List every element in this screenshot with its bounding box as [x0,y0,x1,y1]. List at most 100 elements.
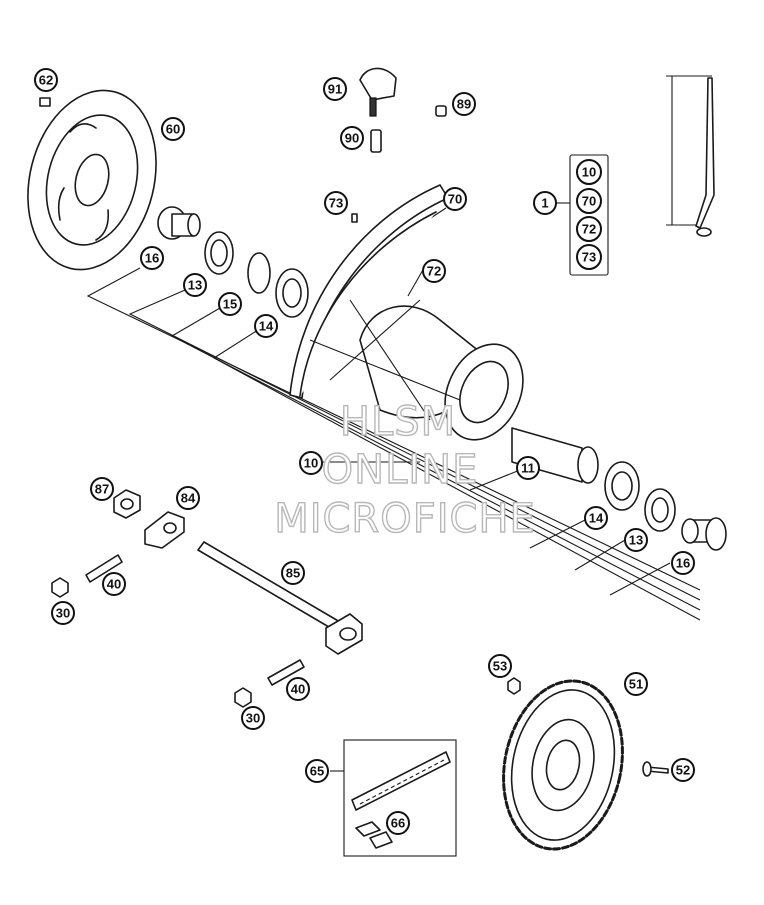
adjuster-bolt-lower [267,659,305,686]
callout-30-upper-label: 30 [56,606,70,621]
callout-85: 85 [281,561,305,585]
callout-85-label: 85 [286,566,300,581]
callout-91: 91 [323,77,347,101]
bearing-right [604,461,640,511]
callout-40-upper: 40 [102,572,126,596]
callout-70: 70 [443,187,467,211]
callout-14-left: 14 [254,314,278,338]
sprocket-nut [507,677,521,695]
seal-left [204,231,234,275]
callout-13-left: 13 [183,273,207,297]
nut-upper [51,577,69,598]
spoke [695,77,715,237]
callout-87-label: 87 [95,482,109,497]
callout-84: 84 [176,486,200,510]
seal-right [644,488,676,532]
chain [351,751,451,811]
circlip [247,252,271,294]
callout-10: 10 [299,451,323,475]
spoke-nipple [351,213,358,223]
callout-66: 66 [386,811,410,835]
callout-51: 51 [624,672,648,696]
callout-16-right-label: 16 [676,556,690,571]
callout-60-label: 60 [166,122,180,137]
callout-40-upper-label: 40 [107,577,121,592]
callout-13-right: 13 [624,528,648,552]
brake-disc [27,89,157,271]
chain-adjuster-left [144,511,185,549]
callout-13-right-label: 13 [629,533,643,548]
callout-kit-item-3-label: 72 [582,222,596,237]
callout-kit-item-1: 10 [576,159,602,185]
hub-spacer-tube [511,427,599,484]
spacer-right [681,517,727,551]
rim-lock [359,67,397,117]
axle-nut [113,489,141,519]
callout-62: 62 [34,68,58,92]
callout-65-label: 65 [310,764,324,779]
callout-89: 89 [452,92,476,116]
callout-62-label: 62 [39,73,53,88]
callout-89-label: 89 [457,97,471,112]
callout-30-lower: 30 [241,706,265,730]
callout-53: 53 [488,654,512,678]
callout-kit: 1 [533,191,557,215]
callout-16-right: 16 [671,551,695,575]
adjuster-bolt-upper [85,554,123,583]
callout-11-label: 11 [521,461,535,476]
callout-15: 15 [218,292,242,316]
callout-14-right-label: 14 [589,511,604,526]
chain-master-link [355,821,393,849]
callout-10-label: 10 [304,456,318,471]
callout-30-upper: 30 [51,601,75,625]
callout-52: 52 [671,758,695,782]
callout-87: 87 [90,477,114,501]
callout-84-label: 84 [181,491,196,506]
callout-91-label: 91 [328,82,342,97]
axle [197,541,363,655]
sprocket-bolt [642,761,669,777]
callout-40-lower: 40 [286,677,310,701]
callout-kit-item-2-label: 70 [582,194,596,209]
callout-65: 65 [305,759,329,783]
callout-14-right: 14 [584,506,608,530]
callout-16-left-label: 16 [145,251,159,266]
watermark: HLSM ONLINE MICROFICHE [273,398,536,542]
callout-51-label: 51 [629,677,643,692]
disc-bolt [39,97,51,107]
wheel-hub [309,299,524,441]
watermark-line-1: HLSM [340,399,456,445]
callout-40-lower-label: 40 [291,682,305,697]
callout-73: 73 [324,191,348,215]
callout-53-label: 53 [493,659,507,674]
watermark-line-3: MICROFICHE [274,496,536,542]
callout-16-left: 16 [140,246,164,270]
nut-lower [234,687,252,708]
callout-kit-label: 1 [541,196,548,211]
callout-70-label: 70 [448,192,462,207]
callout-66-label: 66 [391,816,405,831]
rim-lock-nut [370,129,382,153]
callout-60: 60 [161,117,185,141]
bearing-left [275,268,309,318]
callout-14-left-label: 14 [259,319,274,334]
spacer-left [157,206,201,240]
callout-72-label: 72 [427,264,441,279]
callout-kit-item-4: 73 [576,244,602,270]
sprocket [502,679,624,851]
callout-kit-item-4-label: 73 [582,250,596,265]
callout-kit-item-1-label: 10 [582,165,596,180]
callout-15-label: 15 [223,297,237,312]
callout-72: 72 [422,259,446,283]
callout-90: 90 [340,126,364,150]
watermark-line-2: ONLINE [322,447,479,493]
callout-kit-item-3: 72 [576,216,602,242]
callout-30-lower-label: 30 [246,711,260,726]
callout-73-label: 73 [329,196,343,211]
callout-13-left-label: 13 [188,278,202,293]
callout-kit-item-2: 70 [576,188,602,214]
callout-11: 11 [516,456,540,480]
callout-90-label: 90 [345,131,359,146]
valve-cap [435,105,447,117]
